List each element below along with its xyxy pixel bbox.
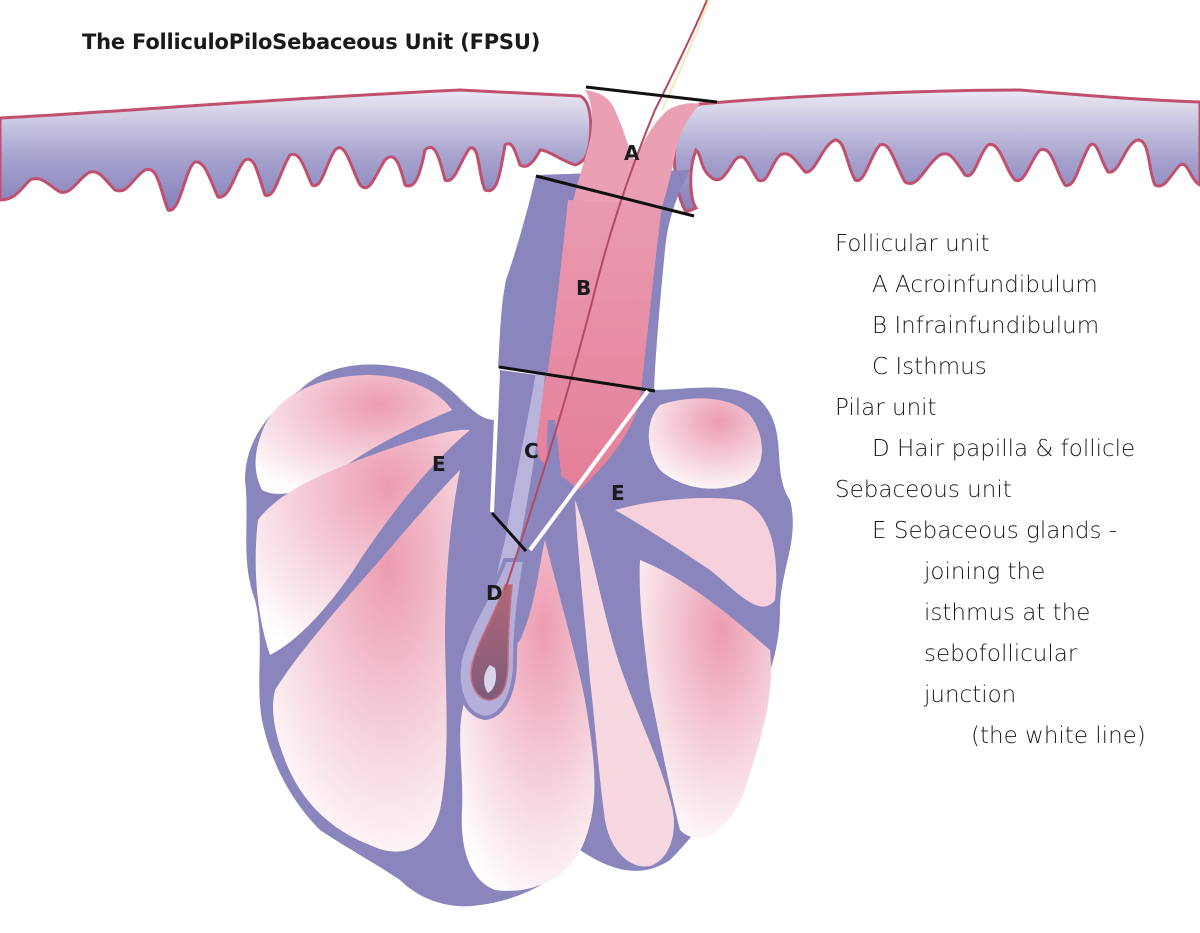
junction-line-right [528,389,650,552]
legend-item: C Isthmus [872,354,987,380]
legend-item: isthmus at the [924,600,1091,626]
label-d: D [486,581,503,605]
epidermis [0,88,1200,214]
region-boundaries [490,85,718,553]
legend-item: (the white line) [971,723,1146,749]
legend-item: A Acroinfundibulum [872,272,1098,298]
label-e-left: E [432,452,446,476]
legend-item: joining the [924,559,1046,585]
sebaceous-glands [245,364,793,907]
label-e-right: E [611,481,625,505]
legend-item: D Hair papilla & follicle [872,436,1136,462]
boundary-line-b-bottom [498,365,656,393]
legend-item: B Infrainfundibulum [872,313,1100,339]
legend-item: junction [924,682,1017,708]
label-c: C [524,439,539,463]
legend-item: Pilar unit [835,395,937,421]
legend-item: Sebaceous unit [835,477,1012,503]
diagram-title: The FolliculoPiloSebaceous Unit (FPSU) [82,30,541,54]
boundary-line-c-bottom [490,511,528,553]
label-b: B [576,276,591,300]
legend-item: E Sebaceous glands - [872,518,1118,544]
label-a: A [624,141,640,165]
legend: Follicular unit A Acroinfundibulum B Inf… [835,224,1146,757]
boundary-line-a-bottom [535,174,695,218]
legend-item: sebofollicular [924,641,1078,667]
junction-line-left [490,372,500,513]
boundary-line-a-top [585,85,718,104]
legend-item: Follicular unit [835,231,990,257]
